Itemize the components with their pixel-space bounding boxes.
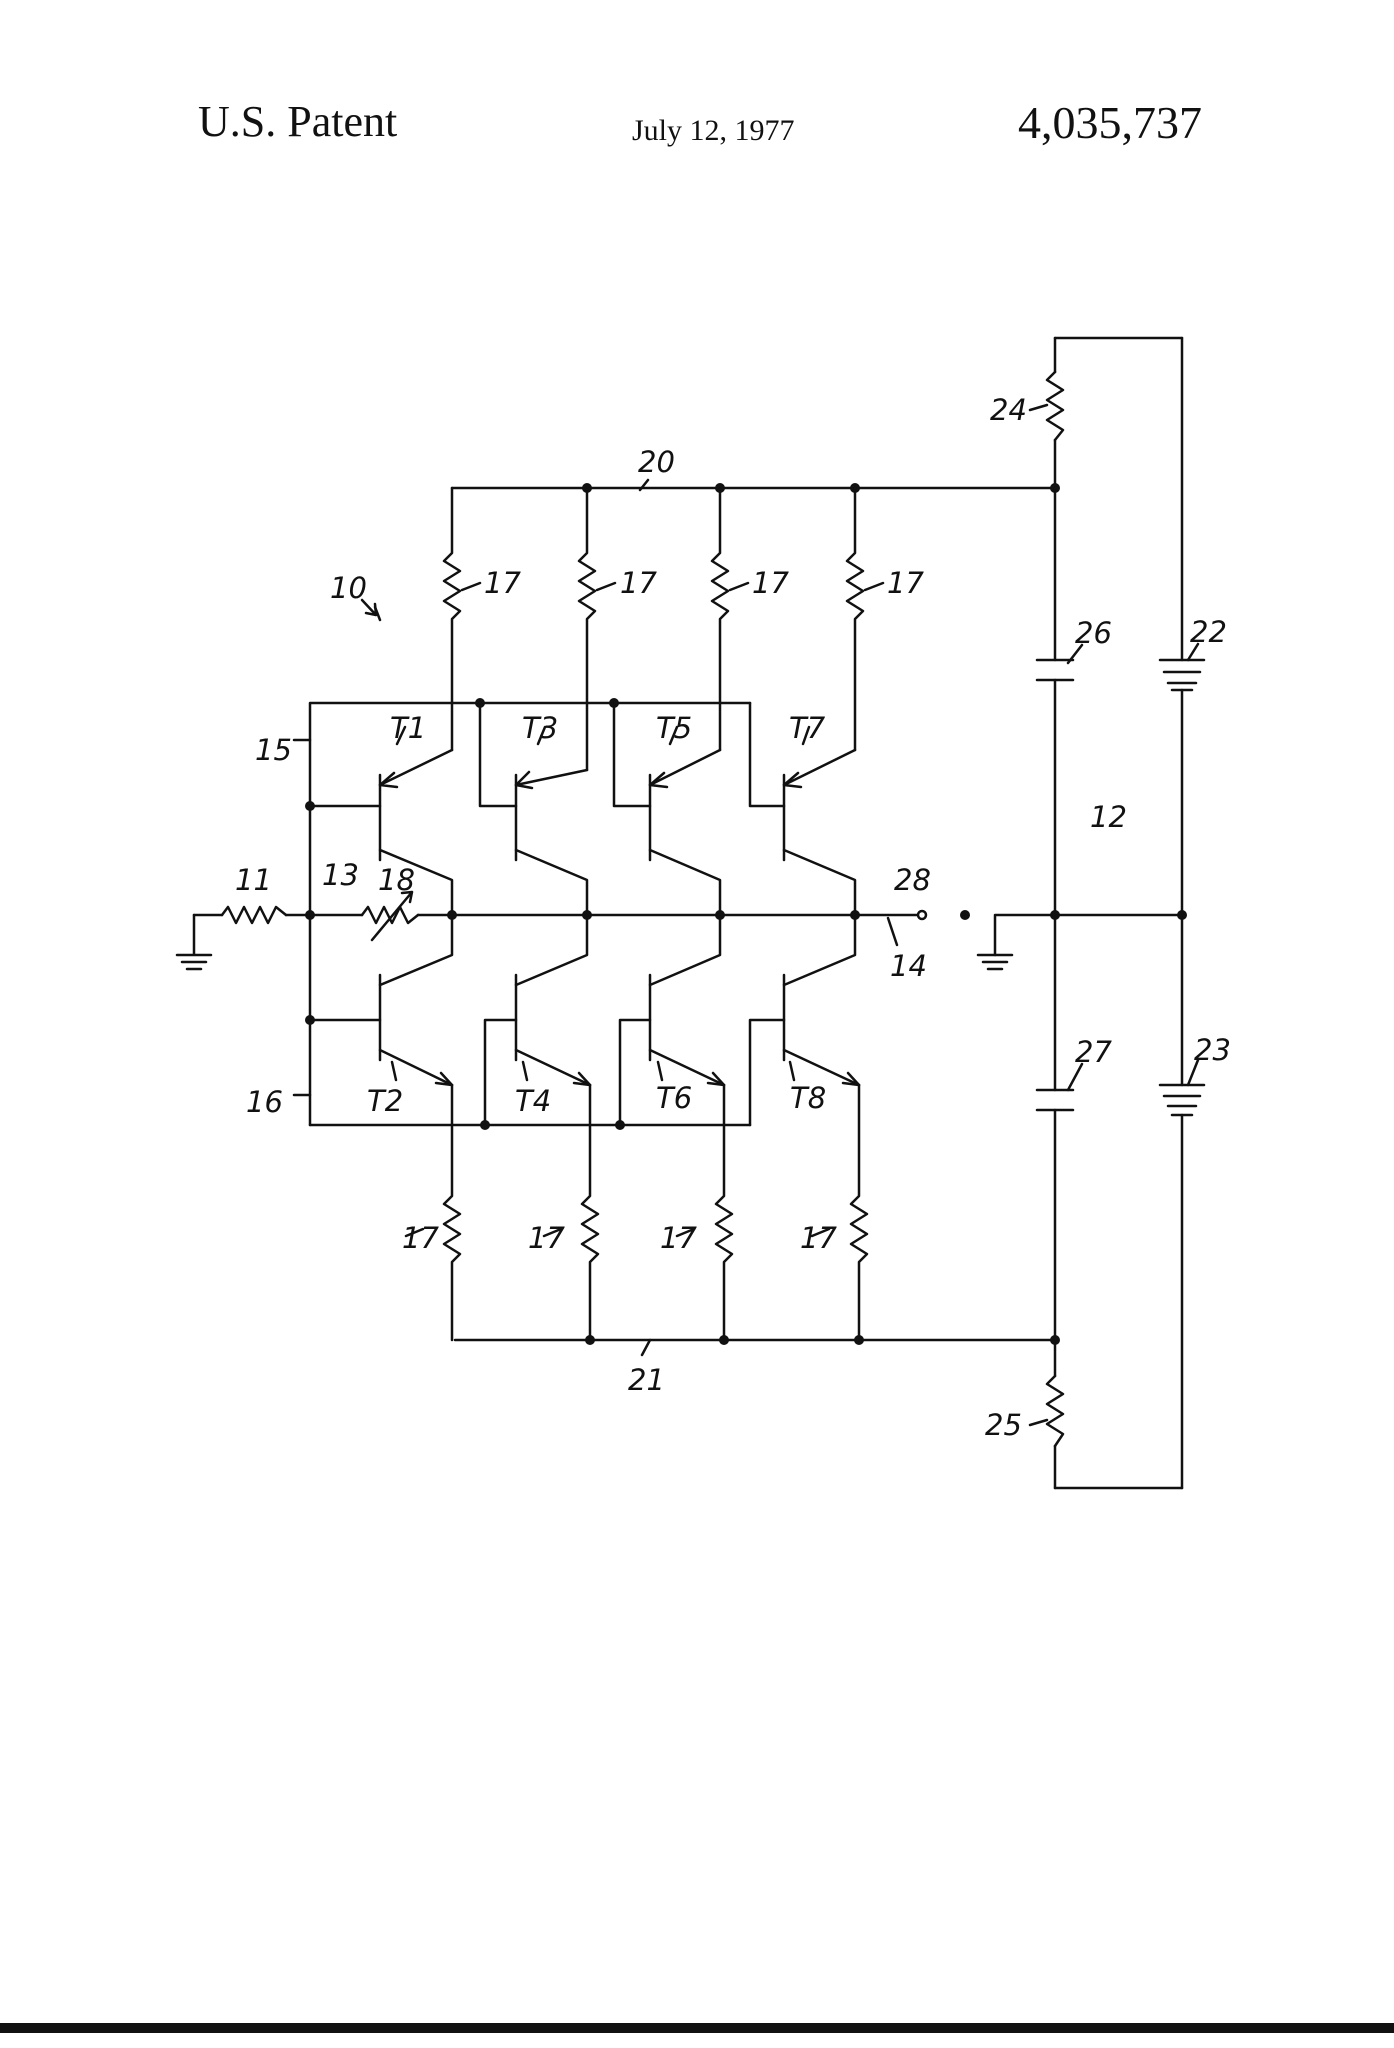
ref-label-12: 12 xyxy=(1090,800,1127,834)
ref-label-27: 27 xyxy=(1075,1035,1112,1069)
ref-label-16: 16 xyxy=(246,1085,283,1119)
upper-emitter-arrows xyxy=(378,770,803,790)
ref-label-23: 23 xyxy=(1194,1033,1231,1067)
transistor-label-t4: T4 xyxy=(515,1084,551,1118)
ref-label-28: 28 xyxy=(894,863,931,897)
base-loops xyxy=(478,701,786,1127)
patent-office-label: U.S. Patent xyxy=(198,97,398,146)
transistor-label-t6: T6 xyxy=(656,1081,692,1115)
resistor-17-bottom xyxy=(442,1083,869,1342)
ref-label-15: 15 xyxy=(255,733,292,767)
bottom-rule xyxy=(0,2023,1394,2033)
ref-label-11: 11 xyxy=(235,863,272,897)
ref-label-17: 17 xyxy=(887,566,924,600)
ref-label-17: 17 xyxy=(484,566,521,600)
transistor-label-t1: T1 xyxy=(390,711,426,745)
ref-label-17: 17 xyxy=(620,566,657,600)
base-taps-left xyxy=(308,804,382,1022)
transistor-label-t3: T3 xyxy=(522,711,558,745)
ref-label-14: 14 xyxy=(890,949,927,983)
upper-transistor-legs xyxy=(378,748,857,917)
ref-10-arrow xyxy=(360,598,378,617)
ref-label-17: 17 xyxy=(660,1221,697,1255)
leader-lines xyxy=(292,403,1200,1427)
ref-label-17: 17 xyxy=(528,1221,565,1255)
transistor-label-t8: T8 xyxy=(790,1081,826,1115)
junction-dots xyxy=(305,483,1187,1345)
ref-label-17: 17 xyxy=(402,1221,439,1255)
patent-header: U.S. Patent July 12, 1977 4,035,737 xyxy=(0,0,1394,200)
ref-label-22: 22 xyxy=(1190,615,1227,649)
resistor-17-top xyxy=(442,486,865,772)
transistor-label-t2: T2 xyxy=(367,1084,403,1118)
transistor-label-t5: T5 xyxy=(656,711,692,745)
ref-label-25: 25 xyxy=(985,1408,1022,1442)
midline-right xyxy=(993,913,1184,957)
ref-label-13: 13 xyxy=(322,858,359,892)
transistor-label-t7: T7 xyxy=(789,711,826,745)
variable-resistor-18 xyxy=(360,905,420,925)
resistor-11 xyxy=(220,905,288,925)
resistor-25 xyxy=(1045,1374,1065,1448)
lower-transistor-legs xyxy=(378,913,861,1087)
ref-label-20: 20 xyxy=(638,445,675,479)
variable-arrow-18 xyxy=(370,890,414,942)
battery-22 xyxy=(1158,658,1206,692)
ref-label-18: 18 xyxy=(378,863,415,897)
patent-date: July 12, 1977 xyxy=(632,114,795,147)
capacitor-27 xyxy=(1035,1088,1075,1112)
ground-right xyxy=(976,953,1014,971)
ref-label-10: 10 xyxy=(330,571,367,605)
battery-23 xyxy=(1158,1083,1206,1117)
terminal-28-circle xyxy=(916,909,928,921)
ref-label-17: 17 xyxy=(752,566,789,600)
capacitor-26 xyxy=(1035,658,1075,682)
ref-label-21: 21 xyxy=(628,1363,665,1397)
ground-left xyxy=(175,913,213,971)
right-vertical-lines xyxy=(1053,336,1184,1490)
ref-label-17: 17 xyxy=(800,1221,837,1255)
resistor-24 xyxy=(1045,370,1065,442)
ref-label-26: 26 xyxy=(1075,616,1112,650)
patent-number: 4,035,737 xyxy=(1018,97,1202,148)
ref-label-24: 24 xyxy=(990,393,1027,427)
transistor-bars xyxy=(378,773,786,1062)
right-top-bottom-lines xyxy=(1053,336,1184,1490)
lower-emitter-arrows xyxy=(434,1071,861,1087)
